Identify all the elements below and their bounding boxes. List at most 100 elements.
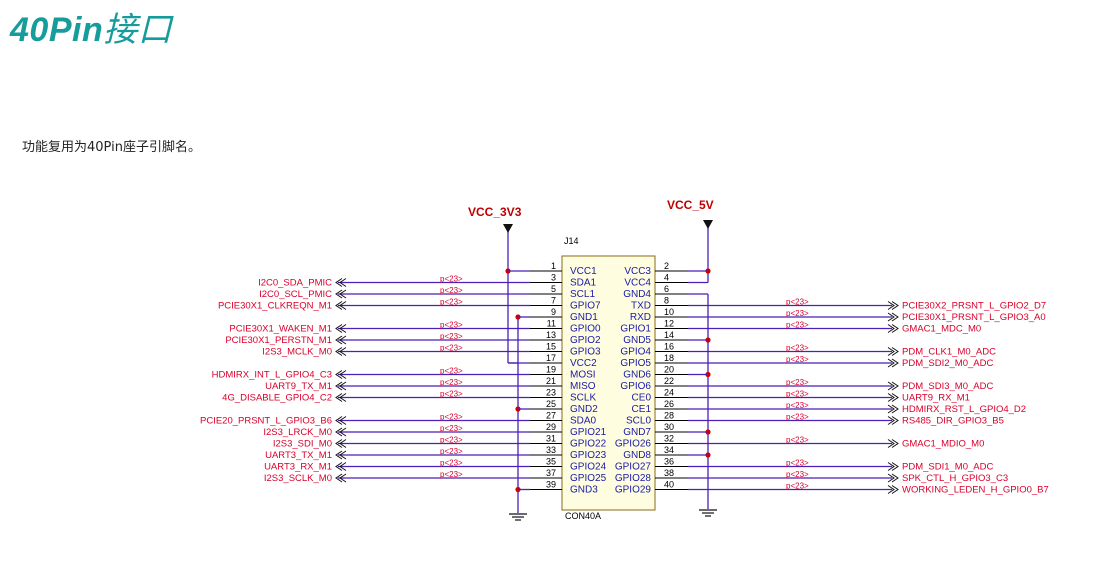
pin-name-right: CE1: [632, 404, 652, 415]
pin-number-left: 1: [551, 261, 556, 271]
vcc-3v3-arrow: [503, 224, 513, 233]
pin-name-left: GPIO0: [570, 324, 601, 335]
pin-name-left: SCL1: [570, 289, 595, 300]
offpage-connector-right-icon: [887, 381, 895, 391]
pin-name-right: GND8: [623, 450, 651, 461]
offpage-connector-left-icon: [335, 450, 343, 460]
offpage-connector-left-icon: [339, 427, 347, 437]
offpage-connector-left-icon: [339, 416, 347, 425]
offpage-connector-right-icon: [891, 381, 899, 391]
offsheet-ref-left: p<23>: [440, 390, 463, 399]
net-label-right: PCIE30X2_PRSNT_L_GPIO2_D7: [902, 301, 1046, 312]
net-label-right: PCIE30X1_PRSNT_L_GPIO3_A0: [902, 312, 1046, 323]
net-label-left: I2S3_MCLK_M0: [262, 347, 332, 358]
pin-number-left: 7: [551, 296, 556, 306]
offpage-connector-left-icon: [339, 450, 347, 460]
offpage-connector-right-icon: [887, 404, 895, 414]
offpage-connector-right-icon: [891, 301, 899, 310]
ground-right-icon: [699, 509, 717, 517]
pin-number-right: 38: [664, 468, 674, 478]
offpage-connector-left-icon: [335, 324, 343, 333]
net-label-left: PCIE30X1_CLKREQN_M1: [218, 301, 332, 312]
offpage-connector-left-icon: [339, 370, 347, 379]
pin-number-left: 33: [546, 445, 556, 455]
offsheet-ref-left: p<23>: [440, 470, 463, 479]
pin-number-right: 4: [664, 273, 669, 283]
offsheet-ref-right: p<23>: [786, 321, 809, 330]
net-label-left: PCIE30X1_PERSTN_M1: [225, 335, 332, 346]
pin-name-left: GPIO23: [570, 450, 607, 461]
offpage-connector-right-icon: [891, 473, 899, 483]
pin-number-right: 22: [664, 376, 674, 386]
pin-number-left: 15: [546, 342, 556, 352]
offpage-connector-right-icon: [891, 485, 899, 494]
offsheet-ref-right: p<23>: [786, 413, 809, 422]
pin-number-left: 5: [551, 284, 556, 294]
offsheet-ref-left: p<23>: [440, 344, 463, 353]
pin-name-right: VCC3: [624, 266, 651, 277]
vcc-5v-label: VCC_5V: [667, 198, 714, 212]
offpage-connector-left-icon: [339, 278, 347, 287]
pin-number-left: 37: [546, 468, 556, 478]
offpage-connector-right-icon: [891, 393, 899, 402]
net-label-right: PDM_SDI1_M0_ADC: [902, 462, 993, 473]
offpage-connector-left-icon: [335, 278, 343, 287]
pin-name-right: GPIO27: [615, 462, 652, 473]
offpage-connector-right-icon: [887, 485, 895, 494]
net-label-left: I2S3_SDI_M0: [273, 439, 332, 450]
connector-ref: J14: [564, 236, 579, 246]
pin-number-left: 21: [546, 376, 556, 386]
title-cn: 接口: [103, 10, 173, 50]
page-title: 40Pin接口: [10, 2, 172, 51]
pin-number-left: 17: [546, 353, 556, 363]
offpage-connector-left-icon: [335, 462, 343, 471]
pin-number-right: 34: [664, 445, 674, 455]
offpage-connector-left-icon: [339, 335, 347, 345]
pin-number-left: 29: [546, 422, 556, 432]
offpage-connector-right-icon: [887, 393, 895, 402]
pin-number-right: 40: [664, 480, 674, 490]
offpage-connector-left-icon: [335, 335, 343, 345]
pin-name-right: GND7: [623, 427, 651, 438]
offpage-connector-right-icon: [887, 324, 895, 333]
pin-number-right: 30: [664, 422, 674, 432]
net-label-right: GMAC1_MDC_M0: [902, 324, 981, 335]
net-label-left: UART3_TX_M1: [265, 450, 332, 461]
pin-name-left: VCC2: [570, 358, 597, 369]
pin-name-right: GPIO29: [615, 485, 652, 496]
net-label-left: I2S3_SCLK_M0: [264, 473, 332, 484]
pin-name-left: GPIO22: [570, 439, 607, 450]
pin-name-left: SDA0: [570, 416, 597, 427]
offsheet-ref-right: p<23>: [786, 470, 809, 479]
net-label-left: I2C0_SCL_PMIC: [259, 289, 332, 300]
offpage-connector-left-icon: [339, 289, 347, 299]
offpage-connector-left-icon: [335, 370, 343, 379]
pin-name-right: GPIO5: [620, 358, 651, 369]
net-label-right: UART9_RX_M1: [902, 393, 970, 404]
pin-name-left: MOSI: [570, 370, 596, 381]
offsheet-ref-left: p<23>: [440, 459, 463, 468]
offpage-connector-right-icon: [891, 312, 899, 322]
offpage-connector-left-icon: [335, 416, 343, 425]
net-label-right: SPK_CTL_H_GPIO3_C3: [902, 473, 1008, 484]
offsheet-ref-right: p<23>: [786, 378, 809, 387]
pin-number-right: 36: [664, 457, 674, 467]
offpage-connector-left-icon: [339, 347, 347, 356]
pin-name-right: GND4: [623, 289, 651, 300]
offpage-connector-left-icon: [335, 289, 343, 299]
offsheet-ref-right: p<23>: [786, 459, 809, 468]
net-label-left: HDMIRX_INT_L_GPIO4_C3: [212, 370, 332, 381]
pin-number-left: 3: [551, 273, 556, 283]
pin-number-left: 25: [546, 399, 556, 409]
offsheet-ref-left: p<23>: [440, 298, 463, 307]
pin-number-left: 35: [546, 457, 556, 467]
vcc-3v3-label: VCC_3V3: [468, 205, 522, 219]
offsheet-ref-left: p<23>: [440, 436, 463, 445]
offpage-connector-left-icon: [339, 301, 347, 310]
net-label-right: PDM_CLK1_M0_ADC: [902, 347, 996, 358]
pin-number-right: 26: [664, 399, 674, 409]
offpage-connector-left-icon: [335, 473, 343, 483]
pin-name-right: GPIO26: [615, 439, 652, 450]
net-label-right: GMAC1_MDIO_M0: [902, 439, 984, 450]
offpage-connector-right-icon: [887, 462, 895, 471]
